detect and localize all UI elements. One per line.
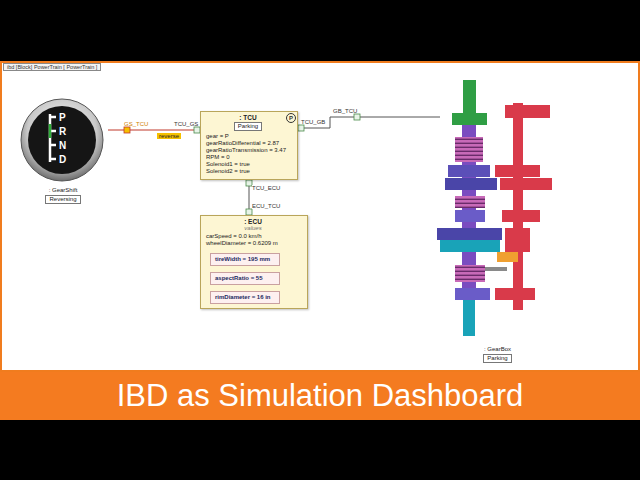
port-name: TCU_GS [174, 121, 198, 127]
attribute-value: gearRatioTransmission = 3.47 [205, 147, 291, 154]
state-icon: P [286, 113, 296, 123]
attribute-value: wheelDiameter = 0.6209 m [205, 240, 301, 247]
state-tag: Parking [234, 122, 262, 131]
port-name: TCU_ECU [252, 185, 280, 191]
connector [108, 130, 200, 131]
state-tag: Parking [483, 354, 511, 363]
attribute-value: Solenoid1 = true [205, 161, 291, 168]
attribute-value: gear = P [205, 133, 291, 140]
port [298, 125, 304, 131]
port-name: ECU_TCU [252, 203, 280, 209]
port-name: GB_TCU [333, 108, 357, 114]
value-text: aspectRatio = 55 [215, 275, 275, 282]
gear-letter: R [59, 126, 66, 137]
attribute-value: carSpeed = 0.0 km/h [205, 233, 301, 240]
part-block: : ECUvaluescarSpeed = 0.0 km/hwheelDiame… [200, 215, 308, 309]
value-text: tireWidth = 195 mm [215, 256, 275, 263]
part-name: : TCU [239, 114, 256, 121]
part-name: : GearShift [49, 187, 78, 194]
port [354, 114, 360, 120]
gear-letter: D [59, 154, 66, 165]
title-band: IBD as Simulation Dashboard [0, 372, 640, 420]
compartment-caption: values [244, 225, 261, 232]
gear-shift-icon [21, 99, 103, 181]
value-box: aspectRatio = 55 [210, 272, 280, 285]
value-box: rimDiameter = 16 in [210, 291, 280, 304]
state-tag: Reversing [45, 195, 80, 204]
port-name: TCU_GB [301, 119, 325, 125]
attribute-value: Solenoid2 = true [205, 168, 291, 175]
connector [298, 117, 440, 128]
attribute-value: gearRatioDifferential = 2.87 [205, 140, 291, 147]
attribute-value: RPM = 0 [205, 154, 291, 161]
gear-letter: P [59, 112, 66, 123]
gear-letter: N [59, 140, 66, 151]
port [124, 127, 130, 133]
gearbox-illustration [437, 80, 552, 336]
part-figure: : GearBoxParking [440, 78, 555, 365]
part-name: : GearBox [484, 346, 511, 353]
diagram-frame-tab: ibd [Block] PowerTrain [ PowerTrain ] [3, 63, 101, 71]
flow-label: reverse [157, 133, 181, 139]
part-block: : TCUParking gear = PgearRatioDifferentia… [200, 111, 298, 180]
value-box: tireWidth = 195 mm [210, 253, 280, 266]
title: IBD as Simulation Dashboard [117, 378, 524, 414]
part-name: : ECU [244, 218, 262, 225]
port-name: GS_TCU [124, 121, 148, 127]
value-text: rimDiameter = 16 in [215, 294, 275, 301]
